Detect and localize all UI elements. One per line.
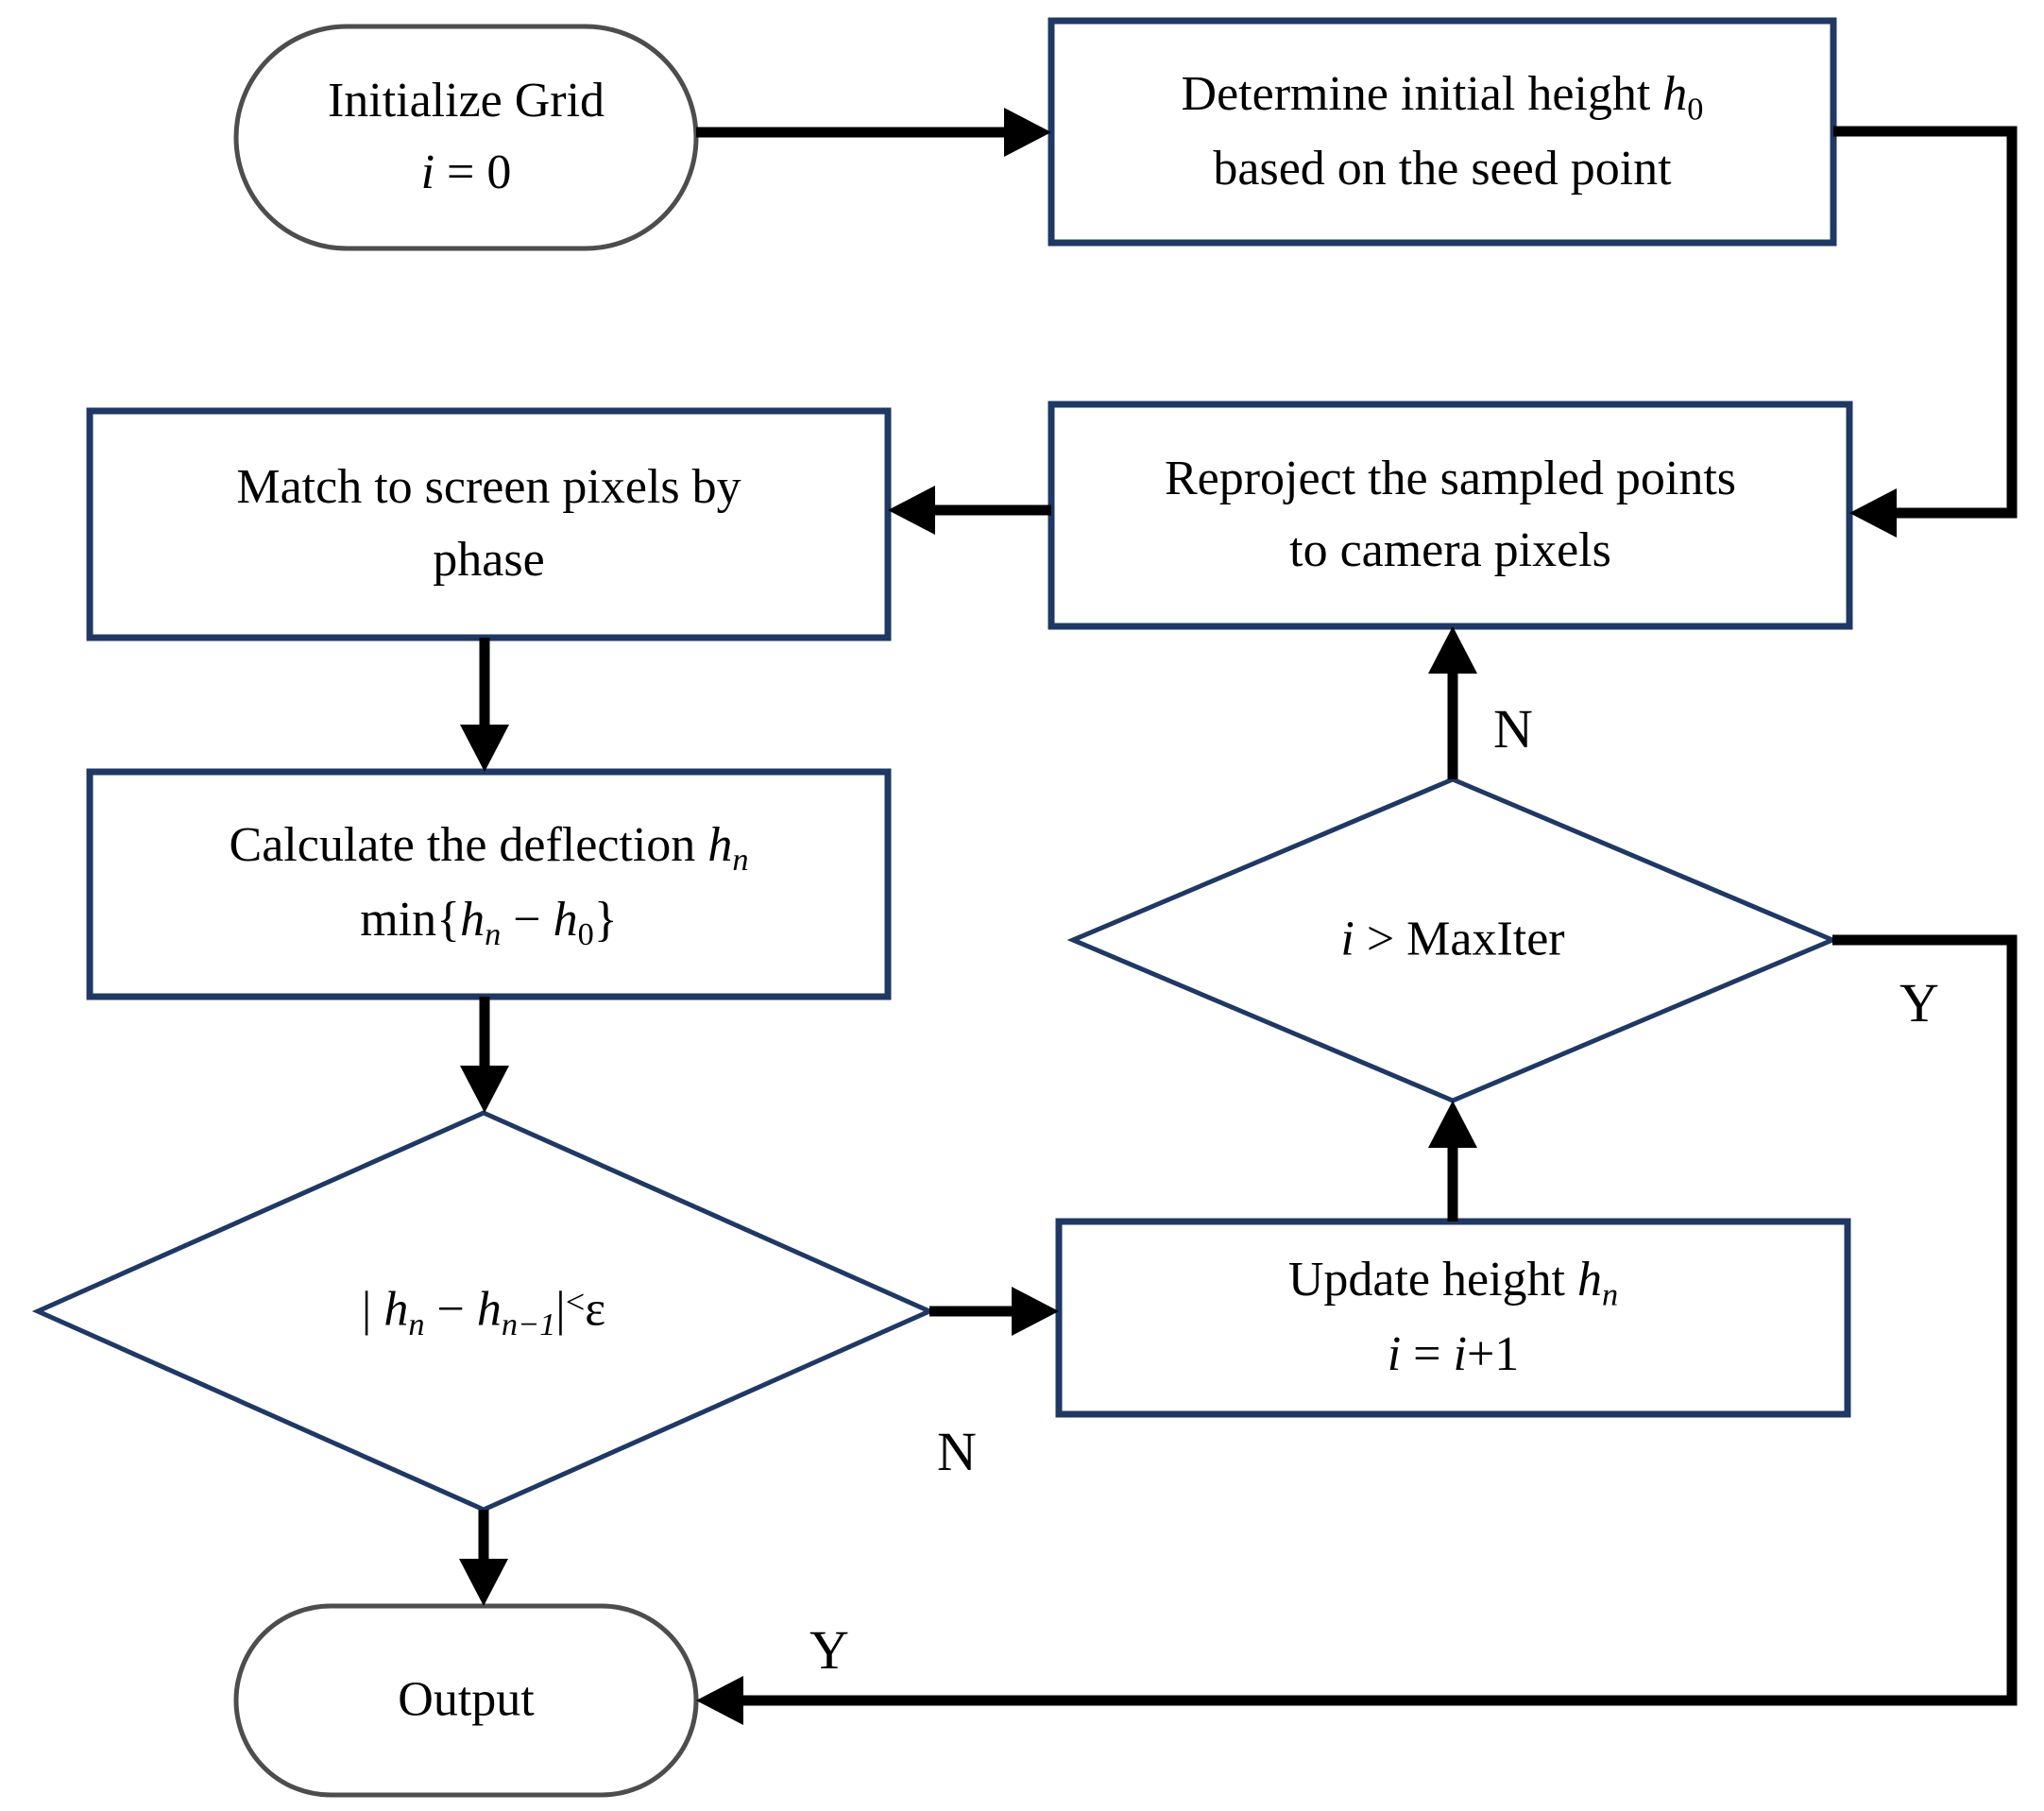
arrowhead-calculate-to-convergence: [460, 1066, 509, 1113]
arrowhead-update-to-maxiter: [1428, 1101, 1477, 1148]
arrowhead-maxiter-no-to-reproject: [1428, 626, 1477, 674]
arrowhead-match-to-calculate: [460, 725, 509, 772]
arrowhead-determine-to-reproject: [1849, 488, 1897, 538]
node-convergence-decision: [31, 1110, 936, 1512]
arrowhead-convergence-yes-to-output: [459, 1559, 508, 1606]
node-initialize-grid: [233, 24, 699, 251]
arrowhead-maxiter-yes-to-output: [696, 1676, 743, 1725]
node-determine-initial-height: [1048, 17, 1837, 247]
node-calculate-deflection: [86, 768, 892, 1000]
node-match-screen-pixels: [86, 407, 892, 641]
arrowhead-convergence-no-to-update: [1012, 1287, 1059, 1336]
arrowhead-reproject-to-match: [888, 486, 935, 535]
arrowhead-init-to-determine: [1004, 108, 1051, 157]
node-maxiter-decision: [1066, 777, 1839, 1103]
node-output: [233, 1603, 699, 1798]
edge-maxiter-yes-to-output: [738, 934, 2018, 1706]
edge-determine-to-reproject: [1833, 126, 2018, 519]
node-reproject-points: [1048, 401, 1853, 630]
node-update-height: [1055, 1218, 1851, 1418]
